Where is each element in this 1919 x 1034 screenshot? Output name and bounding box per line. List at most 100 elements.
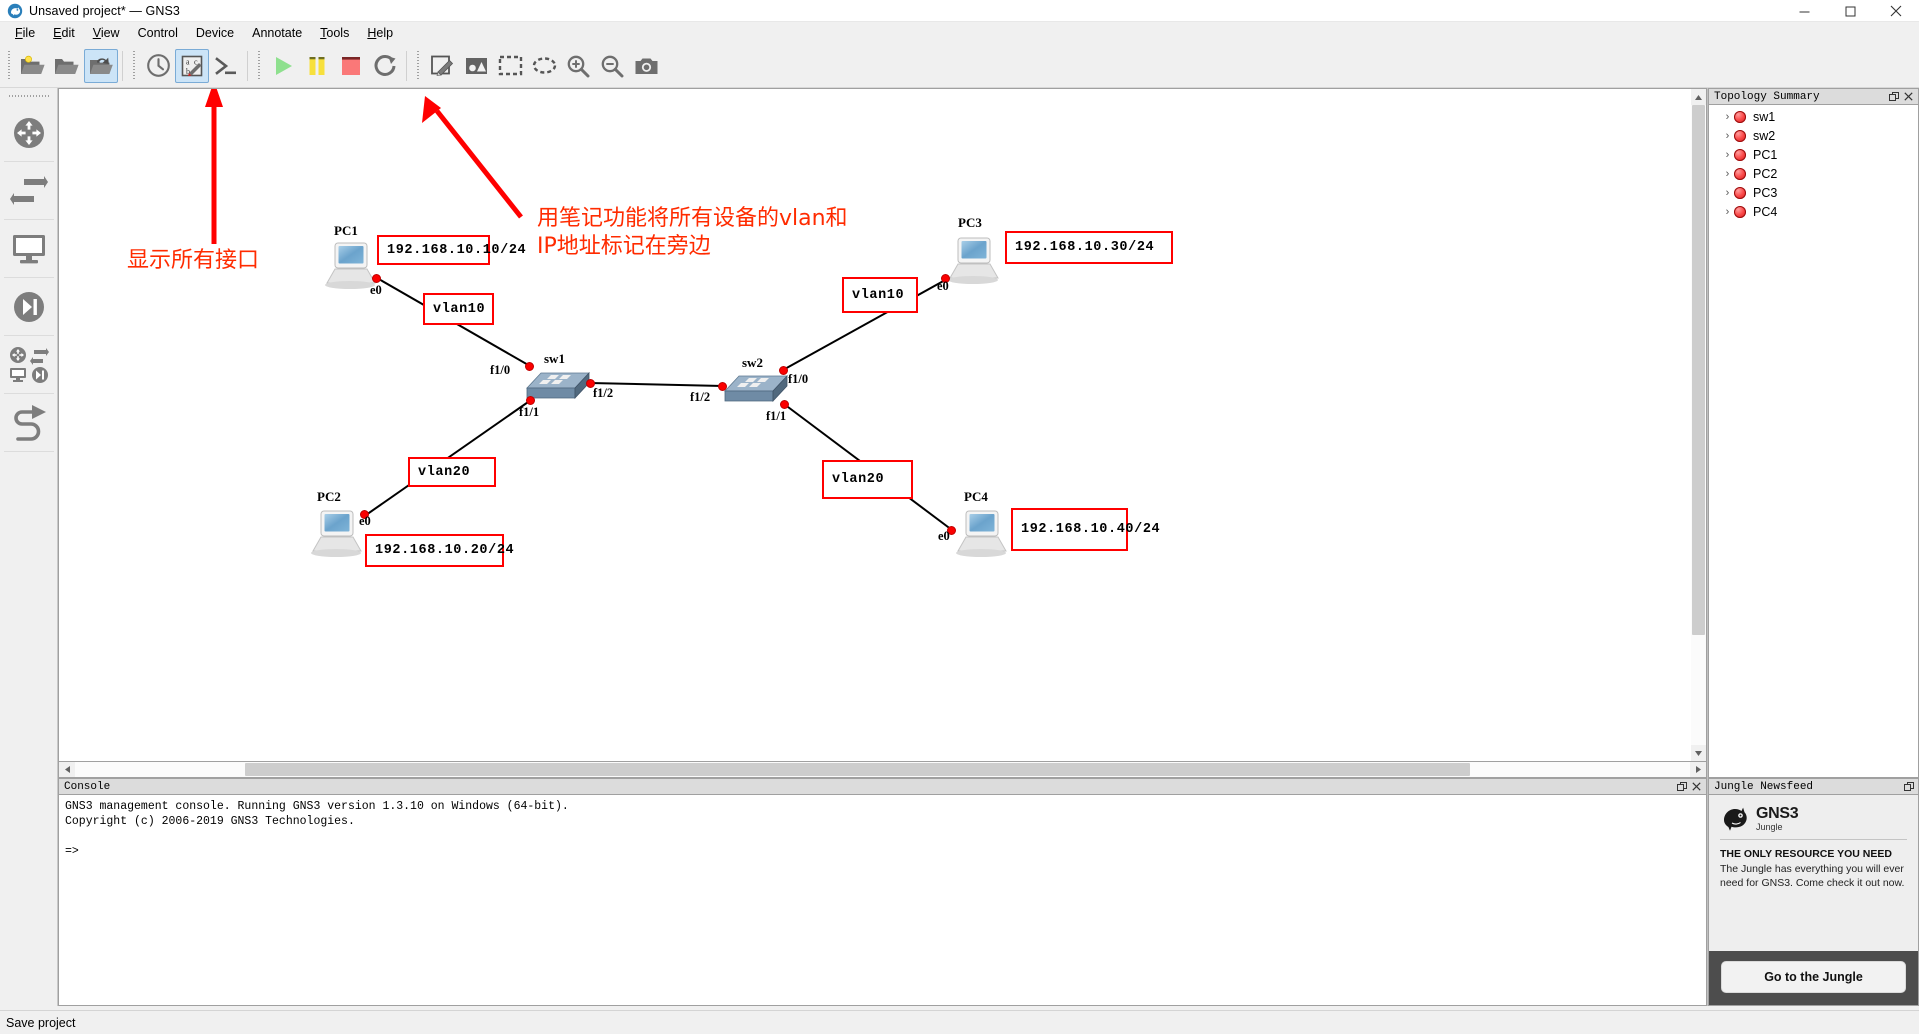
- menu-tools[interactable]: Tools: [320, 25, 350, 40]
- expander-icon[interactable]: ›: [1725, 110, 1730, 123]
- note-pc4-ip[interactable]: 192.168.10.40/24: [1011, 508, 1160, 551]
- note-pc3-ip[interactable]: 192.168.10.30/24: [1005, 231, 1173, 264]
- topology-row-pc1[interactable]: › PC1: [1709, 145, 1918, 164]
- add-note-icon[interactable]: [425, 49, 459, 83]
- topology-summary-undock-icon[interactable]: [1886, 89, 1901, 104]
- topology-summary-close-icon[interactable]: [1901, 89, 1916, 104]
- open-project-icon[interactable]: [50, 49, 84, 83]
- status-led-stopped: [1734, 186, 1746, 199]
- console-output[interactable]: GNS3 management console. Running GNS3 ve…: [58, 795, 1707, 1006]
- note-pc2-ip[interactable]: 192.168.10.20/24: [365, 534, 514, 567]
- save-project-as-icon[interactable]: [84, 48, 118, 83]
- topology-row-pc4[interactable]: › PC4: [1709, 202, 1918, 221]
- canvas-vertical-scrollbar[interactable]: [1691, 88, 1707, 762]
- pause-icon[interactable]: [300, 49, 334, 83]
- topology-row-sw2[interactable]: › sw2: [1709, 126, 1918, 145]
- routers-icon[interactable]: [3, 104, 54, 162]
- status-bar: Save project: [0, 1010, 1919, 1034]
- end-devices-icon[interactable]: [3, 220, 54, 278]
- menu-view[interactable]: View: [92, 25, 120, 40]
- minimize-button[interactable]: [1781, 0, 1827, 22]
- hscroll-track[interactable]: [75, 762, 1690, 777]
- show-interface-labels-icon[interactable]: a c b: [175, 48, 209, 83]
- topology-canvas[interactable]: PC1 e0 PC2 e0: [58, 88, 1691, 762]
- toolbar-grip-2[interactable]: [130, 50, 138, 81]
- snapshot-clock-icon[interactable]: [141, 49, 175, 83]
- stop-icon[interactable]: [334, 49, 368, 83]
- security-devices-icon[interactable]: [3, 278, 54, 336]
- zoom-in-icon[interactable]: [561, 49, 595, 83]
- node-pc2[interactable]: [307, 509, 365, 562]
- node-sw2[interactable]: [723, 369, 791, 410]
- annotation-show-all-interfaces: 显示所有接口: [127, 248, 260, 273]
- jungle-newsfeed-panel: Jungle Newsfeed: [1708, 778, 1919, 1006]
- topology-row-sw1[interactable]: › sw1: [1709, 107, 1918, 126]
- note-pc4-vlan[interactable]: vlan20: [822, 460, 913, 499]
- vscroll-thumb[interactable]: [1692, 105, 1705, 635]
- workspace: PC1 e0 PC2 e0: [58, 88, 1707, 1006]
- jungle-undock-icon[interactable]: [1901, 779, 1916, 794]
- port-dot-sw1-f1-1: [526, 396, 535, 405]
- port-dot-pc2-e0: [360, 510, 369, 519]
- canvas-horizontal-scrollbar[interactable]: [58, 762, 1707, 778]
- screenshot-camera-icon[interactable]: [629, 49, 663, 83]
- switches-icon[interactable]: [3, 162, 54, 220]
- note-pc1-ip[interactable]: 192.168.10.10/24: [377, 235, 526, 265]
- draw-ellipse-icon[interactable]: [527, 49, 561, 83]
- expander-icon[interactable]: ›: [1725, 148, 1730, 161]
- node-pc3[interactable]: [944, 236, 1002, 289]
- reload-icon[interactable]: [368, 49, 402, 83]
- note-pc1-vlan[interactable]: vlan10: [423, 293, 494, 325]
- start-play-icon[interactable]: [266, 49, 300, 83]
- expander-icon[interactable]: ›: [1725, 205, 1730, 218]
- expander-icon[interactable]: ›: [1725, 186, 1730, 199]
- go-to-jungle-button[interactable]: Go to the Jungle: [1721, 961, 1906, 993]
- toolbar-grip-4[interactable]: [414, 50, 422, 81]
- topology-row-pc3[interactable]: › PC3: [1709, 183, 1918, 202]
- console-prompt-icon[interactable]: [209, 49, 243, 83]
- iface-label-pc1-e0: e0: [370, 283, 382, 297]
- draw-rectangle-icon[interactable]: [493, 49, 527, 83]
- menu-edit[interactable]: Edit: [53, 25, 75, 40]
- topology-summary-list[interactable]: › sw1 › sw2 › PC1 › PC2: [1708, 105, 1919, 778]
- vscroll-track[interactable]: [1691, 105, 1706, 745]
- menu-control[interactable]: Control: [129, 23, 187, 43]
- node-pc4[interactable]: [952, 509, 1010, 562]
- note-pc2-vlan[interactable]: vlan20: [408, 457, 496, 487]
- scroll-down-icon[interactable]: [1691, 745, 1706, 761]
- hscroll-thumb[interactable]: [245, 763, 1470, 776]
- toolbar-grip-3[interactable]: [255, 50, 263, 81]
- note-pc3-vlan[interactable]: vlan10: [842, 277, 918, 313]
- maximize-button[interactable]: [1827, 0, 1873, 22]
- console-undock-icon[interactable]: [1674, 779, 1689, 794]
- zoom-out-icon[interactable]: [595, 49, 629, 83]
- device-sidebar-grip[interactable]: [8, 92, 49, 100]
- toolbar-grip[interactable]: [5, 50, 13, 81]
- console-title-bar: Console: [58, 778, 1707, 795]
- window-title: Unsaved project* — GNS3: [29, 3, 180, 18]
- expander-icon[interactable]: ›: [1725, 167, 1730, 180]
- new-project-icon[interactable]: [16, 49, 50, 83]
- console-close-icon[interactable]: [1689, 779, 1704, 794]
- node-pc1[interactable]: [321, 241, 379, 294]
- topology-row-pc2[interactable]: › PC2: [1709, 164, 1918, 183]
- iface-label-pc4-e0: e0: [938, 529, 950, 543]
- insert-image-icon[interactable]: [459, 49, 493, 83]
- scroll-left-icon[interactable]: [59, 762, 75, 777]
- menu-help[interactable]: Help: [367, 25, 394, 40]
- iface-label-sw2-f1-1: f1/1: [766, 409, 787, 423]
- add-link-icon[interactable]: [3, 394, 54, 452]
- expander-icon[interactable]: ›: [1725, 129, 1730, 142]
- scroll-up-icon[interactable]: [1691, 89, 1706, 105]
- menu-file[interactable]: File: [15, 25, 36, 40]
- title-bar: Unsaved project* — GNS3: [0, 0, 1919, 22]
- all-devices-icon[interactable]: [3, 336, 54, 394]
- scroll-right-icon[interactable]: [1690, 762, 1706, 777]
- gns3-jungle-chameleon-icon: [1724, 807, 1747, 831]
- menu-annotate-label: Annotate: [252, 25, 303, 40]
- menu-annotate[interactable]: Annotate: [243, 23, 311, 43]
- node-sw1[interactable]: [525, 366, 593, 407]
- port-dot-sw2-f1-1: [780, 400, 789, 409]
- menu-device[interactable]: Device: [187, 23, 243, 43]
- close-button[interactable]: [1873, 0, 1919, 22]
